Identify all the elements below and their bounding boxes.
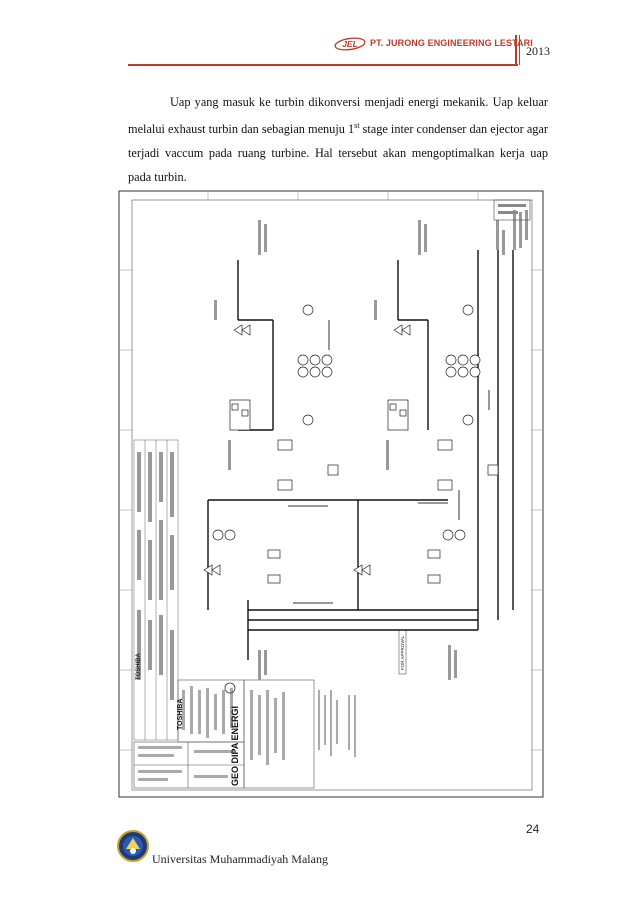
page-number: 24 xyxy=(526,822,540,836)
page-header: JEL PT. JURONG ENGINEERING LESTARI 2013 xyxy=(0,0,638,72)
revision-table xyxy=(133,439,179,741)
jel-logo: JEL xyxy=(334,37,366,51)
title-block xyxy=(133,679,315,789)
paragraph-text-1: Uap yang masuk ke turbin dikonversi menj… xyxy=(128,95,548,137)
geo-dipa-brand: GEO DIPA ENERGI xyxy=(230,706,240,786)
paragraph-text-2: stage inter condenser dan ejector agar t… xyxy=(128,122,548,185)
paragraph-superscript: st xyxy=(354,121,360,130)
university-name: Universitas Muhammadiyah Malang xyxy=(152,852,328,866)
valves xyxy=(203,324,411,576)
company-name: PT. JURONG ENGINEERING LESTARI xyxy=(370,38,533,48)
toshiba-label-vertical: TOSHIBA xyxy=(136,652,142,680)
equipment-symbols xyxy=(212,304,499,584)
main-piping xyxy=(207,250,514,660)
header-divider xyxy=(515,35,517,65)
university-logo-icon xyxy=(117,830,149,862)
piping-diagram: TOSHIBA GEO DIPA ENERGI TOSHIBA FOR APPR… xyxy=(118,190,544,798)
geo-dipa-logo-icon xyxy=(224,682,236,694)
svg-text:JEL: JEL xyxy=(342,39,358,49)
approval-stamp: FOR APPROVAL xyxy=(400,635,405,670)
header-year: 2013 xyxy=(526,44,550,58)
header-divider-thin xyxy=(519,35,520,65)
toshiba-title-label: TOSHIBA xyxy=(177,699,184,730)
body-paragraph: Uap yang masuk ke turbin dikonversi menj… xyxy=(128,90,548,189)
header-rule xyxy=(128,64,518,66)
